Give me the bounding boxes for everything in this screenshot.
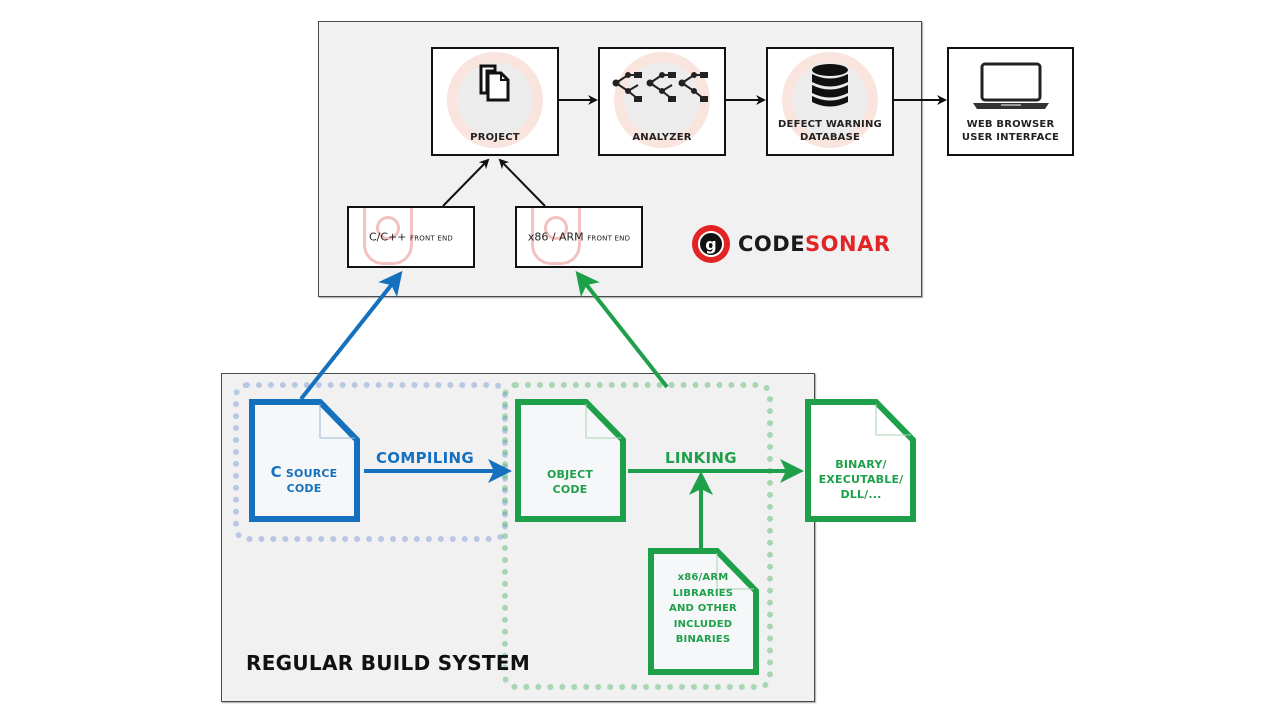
x86-front-end-label: x86 / ARM FRONT END: [517, 231, 641, 244]
codesonar-watermark-icon: [614, 51, 710, 148]
binary-label-line3: DLL/...: [840, 488, 882, 501]
codesonar-watermark-icon: [363, 208, 413, 265]
project-box: PROJECT: [431, 47, 559, 156]
binary-document-icon: [805, 399, 916, 522]
c-source-label: C SOURCE CODE: [248, 465, 360, 496]
link-group-outline: [502, 382, 773, 690]
laptop-icon: [972, 62, 1049, 109]
linking-label: LINKING: [665, 449, 737, 467]
binary-label-line1: BINARY/: [835, 458, 887, 471]
binary-label-line2: EXECUTABLE/: [818, 473, 904, 486]
codesonar-mark-glyph: g: [698, 231, 724, 257]
compiling-label: COMPILING: [376, 449, 474, 467]
binary-label: BINARY/ EXECUTABLE/ DLL/...: [805, 457, 917, 502]
codesonar-mark-icon: g: [692, 225, 730, 263]
c-cpp-front-end-box: C/C++ FRONT END: [347, 206, 475, 268]
object-code-document: OBJECT CODE: [514, 399, 626, 523]
libraries-document-icon: [648, 548, 759, 675]
browser-label: WEB BROWSER USER INTERFACE: [949, 118, 1072, 144]
database-icon: [812, 64, 848, 107]
object-code-label: OBJECT CODE: [514, 467, 626, 497]
c-front-end-main: C/C++: [368, 230, 407, 244]
object-code-label-line2: CODE: [552, 483, 588, 496]
codesonar-watermark-icon: [531, 208, 581, 265]
c-source-label-source: SOURCE: [285, 467, 338, 480]
x86-front-end-main: x86 / ARM: [527, 230, 584, 244]
arrow-object-to-x86fe: [575, 270, 669, 389]
x86-front-end-small: FRONT END: [587, 234, 631, 243]
c-front-end-label: C/C++ FRONT END: [349, 231, 473, 244]
c-source-label-c: C: [270, 463, 282, 481]
graph-network-icon: [612, 72, 708, 102]
database-box: DEFECT WARNING DATABASE: [766, 47, 894, 156]
libraries-label-line1: x86/ARM: [677, 572, 729, 583]
arrow-csource-to-cfe: [299, 270, 403, 401]
arrow-cfe-to-project: [442, 158, 490, 207]
web-browser-box: WEB BROWSER USER INTERFACE: [947, 47, 1074, 156]
x86-arm-front-end-box: x86 / ARM FRONT END: [515, 206, 643, 268]
libraries-label-line3: AND OTHER: [669, 603, 737, 614]
libraries-label-line2: LIBRARIES: [672, 587, 734, 599]
database-label: DEFECT WARNING DATABASE: [768, 118, 892, 144]
c-front-end-small: FRONT END: [410, 234, 453, 243]
wordmark-sonar: SONAR: [805, 232, 891, 256]
database-label-line1: DEFECT WARNING: [778, 119, 882, 130]
binary-document: BINARY/ EXECUTABLE/ DLL/...: [805, 399, 917, 523]
c-source-document: C SOURCE CODE: [248, 399, 360, 523]
analyzer-box: ANALYZER: [598, 47, 726, 156]
wordmark-code: CODE: [738, 232, 806, 256]
codesonar-logo: g CODESONAR: [692, 225, 891, 263]
browser-label-line2: USER INTERFACE: [961, 132, 1060, 143]
browser-label-line1: WEB BROWSER: [966, 119, 1055, 130]
analyzer-label: ANALYZER: [632, 132, 692, 143]
libraries-document: x86/ARM LIBRARIES AND OTHER INCLUDED BIN…: [647, 548, 759, 676]
documents-icon: [479, 64, 510, 102]
c-source-label-code: CODE: [286, 482, 322, 495]
project-label: PROJECT: [470, 132, 520, 143]
object-code-document-icon: [515, 399, 626, 522]
libraries-label-line4: INCLUDED: [673, 618, 733, 630]
libraries-label: x86/ARM LIBRARIES AND OTHER INCLUDED BIN…: [647, 570, 759, 648]
object-code-label-line1: OBJECT: [546, 468, 594, 481]
arrow-x86fe-to-project: [498, 158, 546, 207]
database-label-line2: DATABASE: [799, 132, 861, 143]
libraries-label-line5: BINARIES: [675, 634, 731, 645]
codesonar-wordmark: CODESONAR: [738, 232, 891, 256]
c-source-document-icon: [249, 399, 360, 522]
build-system-title: REGULAR BUILD SYSTEM: [246, 651, 531, 675]
